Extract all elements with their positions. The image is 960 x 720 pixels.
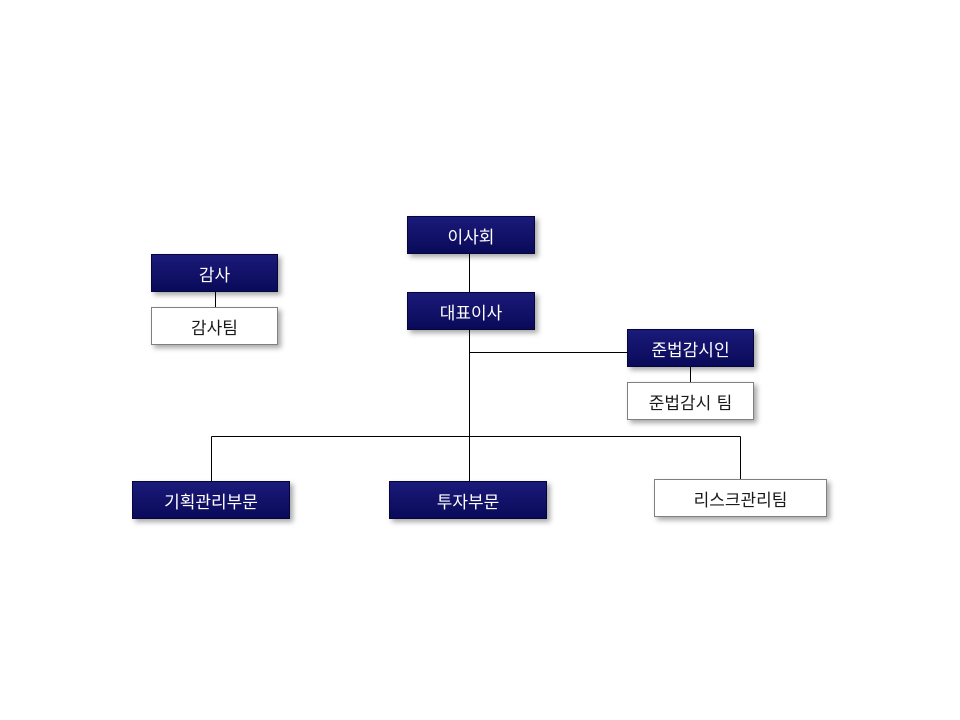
board-box: 이사회 bbox=[407, 216, 535, 254]
audit-team-label: 감사팀 bbox=[191, 318, 238, 339]
board-label: 이사회 bbox=[447, 227, 495, 248]
risk-team-box: 리스크관리팀 bbox=[654, 479, 827, 517]
ceo-box: 대표이사 bbox=[407, 292, 535, 330]
auditor-label: 감사 bbox=[198, 265, 231, 286]
investment-division-box: 투자부문 bbox=[389, 481, 547, 519]
planning-division-label: 기획관리부문 bbox=[164, 492, 258, 513]
investment-division-label: 투자부문 bbox=[436, 492, 500, 513]
compliance-officer-box: 준법감시인 bbox=[627, 329, 754, 367]
audit-team-box: 감사팀 bbox=[151, 307, 278, 345]
risk-team-label: 리스크관리팀 bbox=[693, 490, 788, 511]
compliance-team-box: 준법감시 팀 bbox=[627, 382, 754, 420]
ceo-label: 대표이사 bbox=[439, 303, 503, 324]
auditor-box: 감사 bbox=[151, 254, 278, 292]
compliance-team-label: 준법감시 팀 bbox=[648, 393, 733, 414]
planning-division-box: 기획관리부문 bbox=[132, 481, 290, 519]
compliance-officer-label: 준법감시인 bbox=[651, 340, 730, 361]
